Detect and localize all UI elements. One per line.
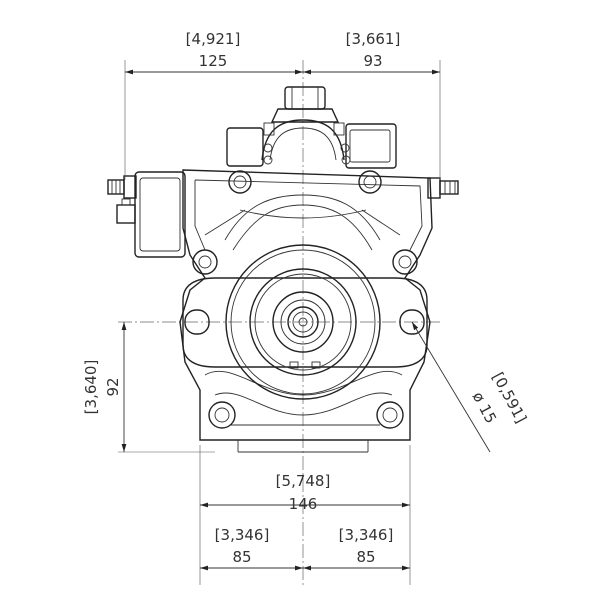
bolt-mid-left [192,249,218,275]
dim-hole-mm: ø 15 [469,389,500,427]
dim-bottom-right-mm: 85 [356,548,375,566]
dim-left-height-mm: 92 [104,377,122,396]
dim-left-height-inch: [3,640] [82,360,100,415]
bolt-bottom-right [376,401,404,429]
shaft-pilot [225,244,381,400]
dim-bottom-right-inch: [3,346] [339,526,394,544]
center-lines [118,60,440,585]
dim-top-right-inch: [3,661] [346,30,401,48]
dim-overall-mm: 146 [289,495,318,513]
bolt-mid-right [392,249,418,275]
dim-top-left-inch: [4,921] [186,30,241,48]
pump-body [107,86,459,453]
dimension-lines [118,60,491,585]
dimension-labels: [4,921] 125 [3,661] 93 [3,640] 92 [0,591… [82,30,530,566]
dim-top-left-mm: 125 [199,52,228,70]
bolt-bottom-left [208,401,236,429]
dim-bottom-left-inch: [3,346] [215,526,270,544]
bolt-top-right [358,170,382,194]
dim-top-right-mm: 93 [363,52,382,70]
dim-overall-inch: [5,748] [276,472,331,490]
dim-bottom-left-mm: 85 [232,548,251,566]
bolt-top-left [228,170,252,194]
